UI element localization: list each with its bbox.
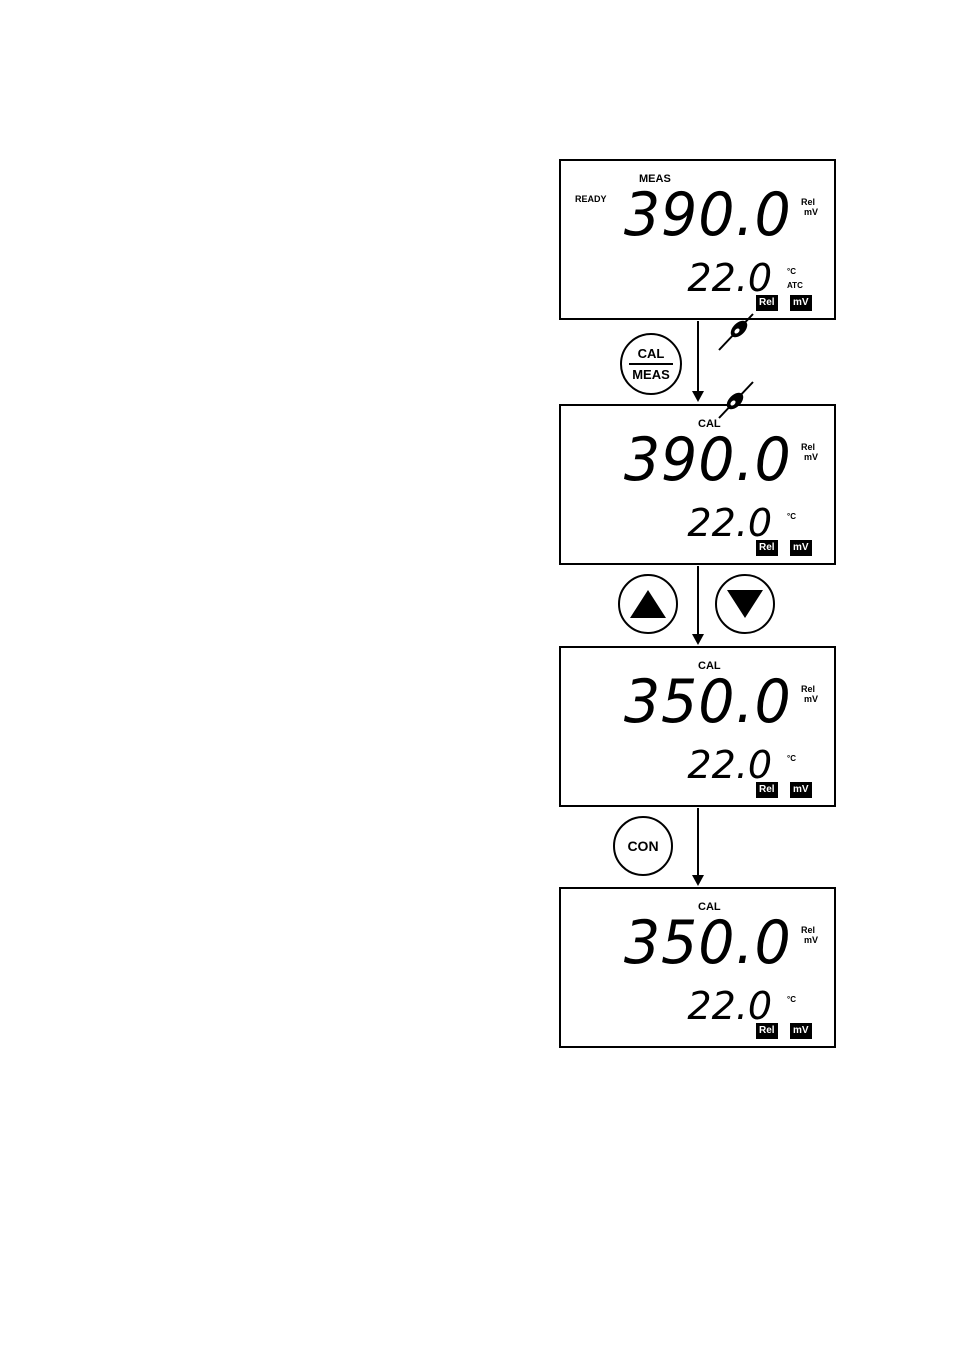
temp-unit: °C bbox=[787, 754, 796, 763]
unit-rel: Rel bbox=[801, 684, 815, 694]
triangle-up-icon bbox=[628, 587, 668, 621]
triangle-down-icon bbox=[725, 587, 765, 621]
lcd-screen-1: MEAS READY 390.0 Rel mV 22.0 °C ATC Rel … bbox=[559, 159, 836, 320]
rel-tag: Rel bbox=[756, 295, 778, 311]
lcd-screen-2: CAL 390.0 Rel mV 22.0 °C Rel mV bbox=[559, 404, 836, 565]
flow-arrow-1 bbox=[697, 321, 699, 392]
unit-rel: Rel bbox=[801, 197, 815, 207]
main-reading: 390.0 bbox=[624, 185, 792, 245]
unit-rel: Rel bbox=[801, 442, 815, 452]
flow-arrowhead-1 bbox=[692, 391, 704, 402]
main-reading: 350.0 bbox=[624, 913, 792, 973]
cal-label: CAL bbox=[638, 346, 665, 361]
con-label: CON bbox=[627, 838, 658, 854]
main-reading: 390.0 bbox=[624, 430, 792, 490]
rel-tag: Rel bbox=[756, 782, 778, 798]
mv-tag: mV bbox=[790, 782, 812, 798]
ready-indicator: READY bbox=[575, 194, 607, 204]
temperature-reading: 22.0 bbox=[687, 504, 772, 542]
rel-tag: Rel bbox=[756, 540, 778, 556]
unit-mv: mV bbox=[804, 694, 818, 704]
meas-label: MEAS bbox=[632, 367, 670, 382]
mv-tag: mV bbox=[790, 295, 812, 311]
temp-unit: °C bbox=[787, 995, 796, 1004]
cal-meas-button[interactable]: CAL MEAS bbox=[620, 333, 682, 395]
unit-rel: Rel bbox=[801, 925, 815, 935]
lcd-screen-3: CAL 350.0 Rel mV 22.0 °C Rel mV bbox=[559, 646, 836, 807]
electrode-probe-icon bbox=[715, 378, 757, 420]
up-button[interactable] bbox=[618, 574, 678, 634]
divider bbox=[629, 363, 673, 365]
unit-mv: mV bbox=[804, 452, 818, 462]
unit-mv: mV bbox=[804, 935, 818, 945]
con-button[interactable]: CON bbox=[613, 816, 673, 876]
atc-indicator: ATC bbox=[787, 281, 803, 290]
unit-mv: mV bbox=[804, 207, 818, 217]
temperature-reading: 22.0 bbox=[687, 746, 772, 784]
flow-arrowhead-3 bbox=[692, 875, 704, 886]
flow-arrowhead-2 bbox=[692, 634, 704, 645]
down-button[interactable] bbox=[715, 574, 775, 634]
temperature-reading: 22.0 bbox=[687, 987, 772, 1025]
electrode-probe-icon bbox=[715, 310, 757, 352]
flow-arrow-3 bbox=[697, 808, 699, 876]
rel-tag: Rel bbox=[756, 1023, 778, 1039]
flow-arrow-2 bbox=[697, 566, 699, 635]
mv-tag: mV bbox=[790, 1023, 812, 1039]
temp-unit: °C bbox=[787, 267, 796, 276]
temp-unit: °C bbox=[787, 512, 796, 521]
mv-tag: mV bbox=[790, 540, 812, 556]
main-reading: 350.0 bbox=[624, 672, 792, 732]
temperature-reading: 22.0 bbox=[687, 259, 772, 297]
lcd-screen-4: CAL 350.0 Rel mV 22.0 °C Rel mV bbox=[559, 887, 836, 1048]
